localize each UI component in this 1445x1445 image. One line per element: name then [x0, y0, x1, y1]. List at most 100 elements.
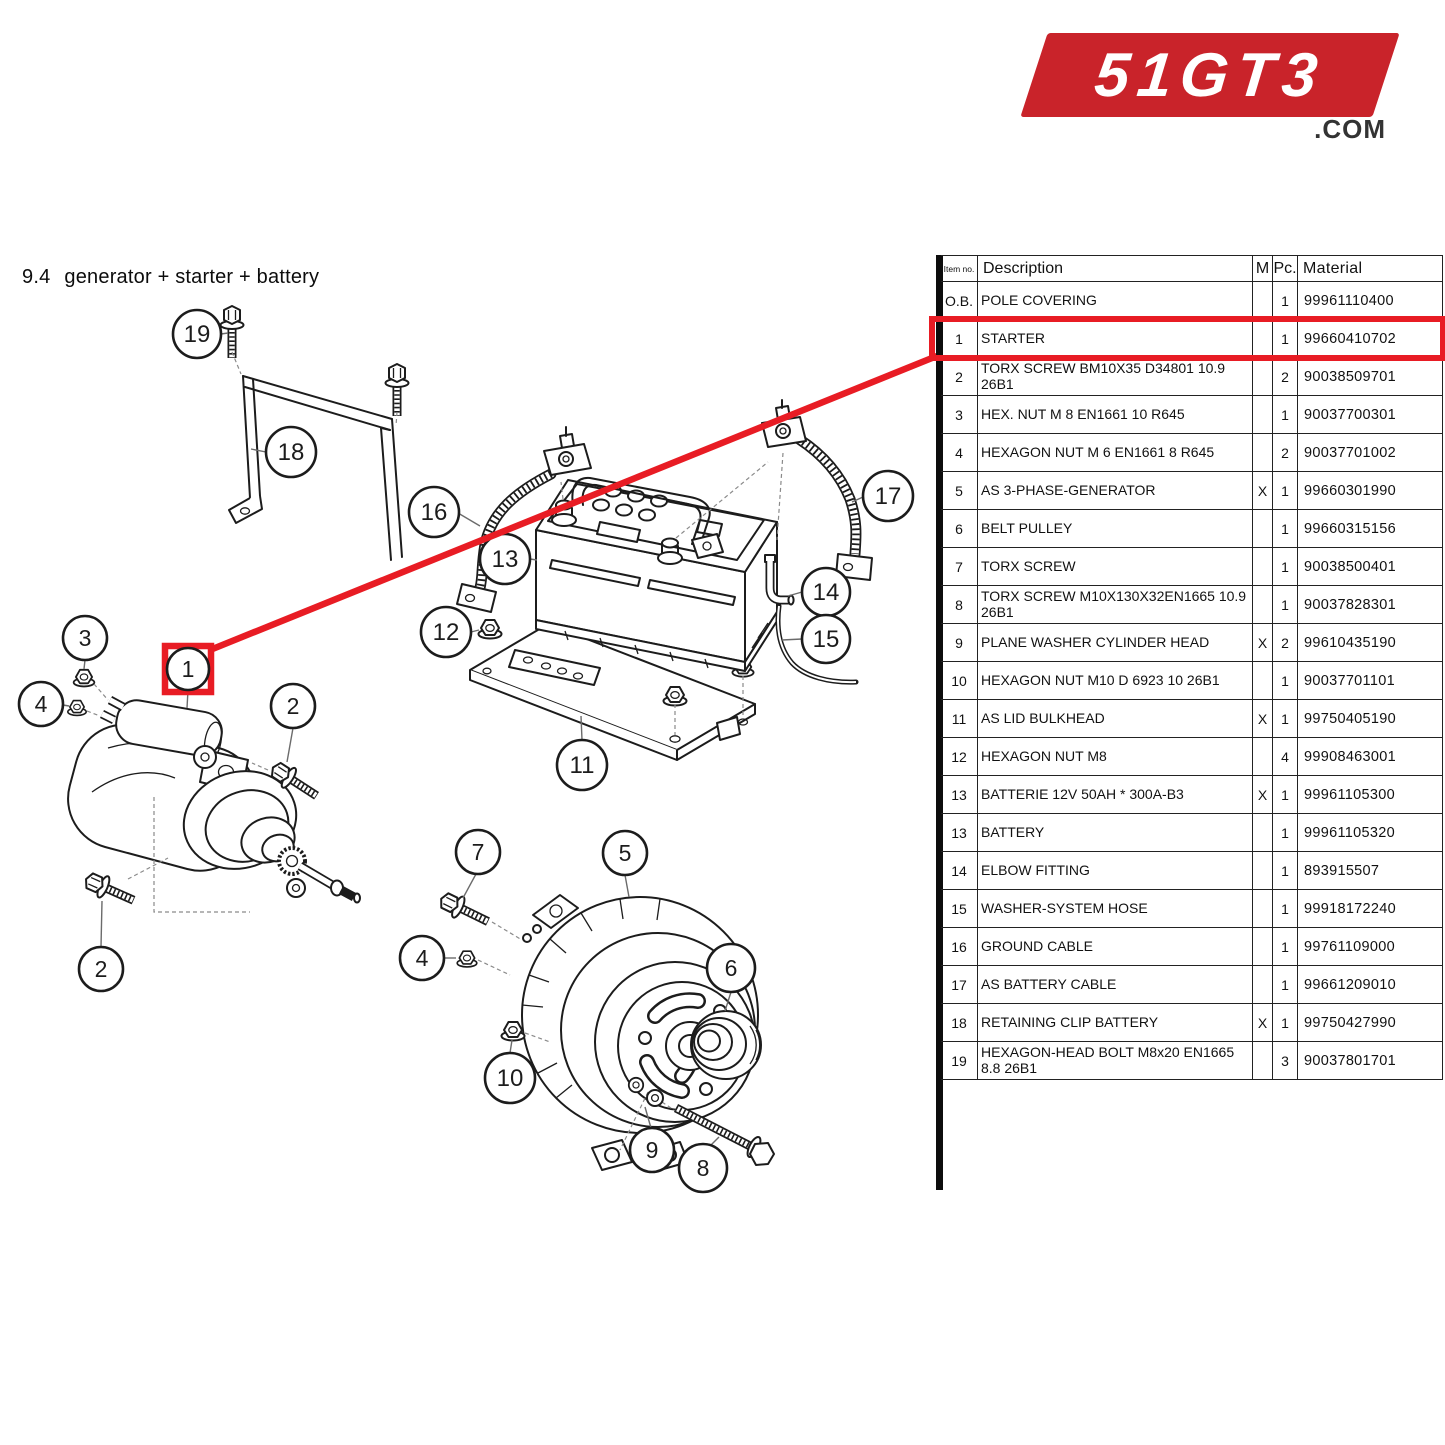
cell-pc: 1	[1272, 700, 1297, 738]
cell-m	[1252, 320, 1272, 358]
callout-12[interactable]: 12	[419, 605, 473, 659]
cell-item-no: 15	[941, 890, 977, 928]
svg-text:2: 2	[287, 693, 300, 719]
callout-10[interactable]: 10	[483, 1051, 537, 1105]
callout-16[interactable]: 16	[407, 485, 461, 539]
callout-17[interactable]: 17	[861, 469, 915, 523]
header-material: Material	[1297, 256, 1442, 282]
cell-m	[1252, 548, 1272, 586]
callout-6[interactable]: 6	[705, 942, 757, 994]
svg-text:2: 2	[95, 956, 108, 982]
cell-material: 893915507	[1297, 852, 1442, 890]
cell-item-no: 10	[941, 662, 977, 700]
callout-4[interactable]: 4	[398, 934, 446, 982]
cell-item-no: 14	[941, 852, 977, 890]
callout-9[interactable]: 9	[628, 1126, 676, 1174]
cell-m: X	[1252, 472, 1272, 510]
svg-text:6: 6	[725, 955, 738, 981]
cell-pc: 1	[1272, 1004, 1297, 1042]
cell-item-no: 19	[941, 1042, 977, 1080]
cell-item-no: 6	[941, 510, 977, 548]
hex-bolt-19b	[386, 364, 409, 416]
callout-11[interactable]: 11	[555, 738, 609, 792]
cell-item-no: 8	[941, 586, 977, 624]
cell-m: X	[1252, 624, 1272, 662]
cell-description: STARTER	[977, 320, 1252, 358]
svg-text:15: 15	[813, 626, 840, 653]
cell-pc: 1	[1272, 662, 1297, 700]
cell-material: 99761109000	[1297, 928, 1442, 966]
cell-material: 99661209010	[1297, 966, 1442, 1004]
cell-material: 99918172240	[1297, 890, 1442, 928]
site-logo[interactable]: 51GT3	[1020, 33, 1400, 117]
hexagon-nut-12	[477, 619, 503, 640]
callout-19[interactable]: 19	[171, 308, 223, 360]
header-description: Description	[977, 256, 1252, 282]
section-title: generator + starter + battery	[64, 266, 320, 288]
cell-m	[1252, 662, 1272, 700]
callout-14[interactable]: 14	[800, 566, 852, 618]
svg-text:1: 1	[182, 656, 195, 682]
leader-lines	[62, 332, 864, 1147]
cell-item-no: 3	[941, 396, 977, 434]
cell-pc: 1	[1272, 776, 1297, 814]
cell-description: AS 3-PHASE-GENERATOR	[977, 472, 1252, 510]
cell-pc: 1	[1272, 472, 1297, 510]
cell-description: HEXAGON NUT M10 D 6923 10 26B1	[977, 662, 1252, 700]
cell-item-no: 7	[941, 548, 977, 586]
callout-1[interactable]: 1	[161, 642, 215, 696]
callout-18[interactable]: 18	[264, 425, 318, 479]
cell-description: AS LID BULKHEAD	[977, 700, 1252, 738]
cell-material: 99750405190	[1297, 700, 1442, 738]
cell-pc: 1	[1272, 928, 1297, 966]
callout-7[interactable]: 7	[454, 828, 502, 876]
cell-description: BELT PULLEY	[977, 510, 1252, 548]
callout-5[interactable]: 5	[601, 829, 649, 877]
cell-description: TORX SCREW BM10X35 D34801 10.9 26B1	[977, 358, 1252, 396]
callout-2[interactable]: 2	[77, 945, 125, 993]
callout-13[interactable]: 13	[478, 532, 532, 586]
cell-m: X	[1252, 776, 1272, 814]
callout-15[interactable]: 15	[800, 613, 852, 665]
cell-description: POLE COVERING	[977, 282, 1252, 320]
cell-m	[1252, 852, 1272, 890]
callout-4[interactable]: 4	[17, 680, 65, 728]
section-number: 9.4	[22, 266, 51, 288]
svg-text:7: 7	[472, 839, 485, 865]
cell-description: AS BATTERY CABLE	[977, 966, 1252, 1004]
svg-text:18: 18	[278, 439, 305, 466]
cell-material: 99961105320	[1297, 814, 1442, 852]
cell-m: X	[1252, 700, 1272, 738]
cell-description: GROUND CABLE	[977, 928, 1252, 966]
callout-2[interactable]: 2	[269, 682, 317, 730]
cell-material: 99961110400	[1297, 282, 1442, 320]
cell-description: TORX SCREW M10X130X32EN1665 10.9 26B1	[977, 586, 1252, 624]
svg-text:3: 3	[79, 625, 92, 651]
plane-washer-9	[646, 1089, 664, 1107]
callout-8[interactable]: 8	[677, 1142, 729, 1194]
cell-material: 90038500401	[1297, 548, 1442, 586]
callout-3[interactable]: 3	[61, 614, 109, 662]
